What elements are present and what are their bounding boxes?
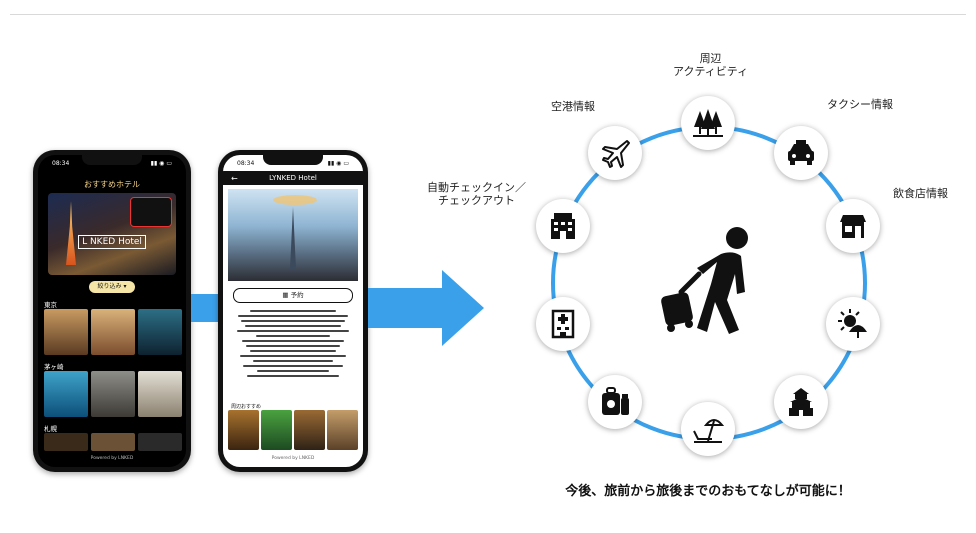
airplane-icon	[588, 126, 642, 180]
hotel-icon	[536, 199, 590, 253]
category-label: 東京	[44, 299, 57, 309]
nearby-thumbnail[interactable]	[261, 410, 292, 450]
weather-icon	[826, 297, 880, 351]
hotel-thumbnail[interactable]	[44, 309, 88, 355]
top-divider	[10, 14, 966, 15]
back-arrow-icon[interactable]: ←	[231, 174, 238, 183]
status-time: 08:34	[237, 160, 254, 167]
nearby-heading: 周辺おすすめ	[231, 403, 261, 410]
nearby-thumbnail[interactable]	[228, 410, 259, 450]
hotel-thumb-row	[44, 309, 186, 355]
hotel-thumbnail[interactable]	[91, 309, 135, 355]
page-title: おすすめホテル	[38, 179, 186, 190]
reserve-button[interactable]: ▦ 予約	[233, 288, 353, 303]
status-time: 08:34	[52, 160, 69, 167]
powered-by: Powered by LNKED	[223, 456, 363, 461]
arrow-icon	[368, 270, 486, 346]
hotel-thumb-row	[44, 433, 186, 451]
trees-icon	[681, 96, 735, 150]
nearby-thumb-row	[228, 410, 358, 450]
tokyo-tower-image	[66, 201, 76, 265]
restaurant-icon	[826, 199, 880, 253]
hotel-description	[231, 307, 355, 395]
phone-hotel-list: 08:34 ▮▮ ◉ ▭ おすすめホテル L NKED Hotel 絞り込み ▾…	[33, 150, 191, 472]
label-airport: 空港情報	[551, 100, 595, 113]
taxi-icon	[774, 126, 828, 180]
label-checkin: 自動チェックイン／ チェックアウト	[427, 181, 526, 207]
hotel-room-image[interactable]	[228, 189, 358, 281]
castle-icon	[774, 375, 828, 429]
phone-notch	[82, 155, 142, 165]
label-taxi: タクシー情報	[827, 98, 893, 111]
calendar-icon: ▦	[282, 291, 290, 299]
hotel-thumbnail[interactable]	[91, 433, 135, 451]
page-header: LYNKED Hotel	[223, 171, 363, 185]
powered-by: Powered by LNKED	[38, 456, 186, 461]
chandelier-image	[273, 195, 317, 205]
phone-screen: 08:34 ▮▮ ◉ ▭ LYNKED Hotel ← ▦ 予約 周辺おすすめ …	[223, 155, 363, 467]
traveler-icon	[659, 222, 759, 342]
nearby-thumbnail[interactable]	[327, 410, 358, 450]
hotel-thumbnail[interactable]	[44, 433, 88, 451]
hotel-name-label: L NKED Hotel	[78, 235, 146, 249]
hotel-hero-image[interactable]: L NKED Hotel	[48, 193, 176, 275]
reserve-label: 予約	[291, 291, 304, 299]
nearby-thumbnail[interactable]	[294, 410, 325, 450]
hotel-thumbnail[interactable]	[138, 433, 182, 451]
category-label: 茅ヶ崎	[44, 361, 64, 371]
phone-hotel-detail: 08:34 ▮▮ ◉ ▭ LYNKED Hotel ← ▦ 予約 周辺おすすめ …	[218, 150, 368, 472]
caption: 今後、旅前から旅後までのおもてなしが可能に！	[538, 480, 878, 499]
luggage-icon	[588, 375, 642, 429]
hospital-icon	[536, 297, 590, 351]
beach-icon	[681, 402, 735, 456]
sky-tree-image	[290, 207, 296, 269]
filter-button[interactable]: 絞り込み ▾	[89, 281, 135, 293]
hotel-thumbnail[interactable]	[91, 371, 135, 417]
phone-screen: 08:34 ▮▮ ◉ ▭ おすすめホテル L NKED Hotel 絞り込み ▾…	[38, 155, 186, 467]
hotel-thumbnail[interactable]	[44, 371, 88, 417]
hotel-thumbnail[interactable]	[138, 309, 182, 355]
label-activities: 周辺 アクティビティ	[673, 52, 748, 78]
category-label: 札幌	[44, 423, 57, 433]
promo-badge	[130, 197, 172, 227]
hotel-thumb-row	[44, 371, 186, 417]
hotel-thumbnail[interactable]	[138, 371, 182, 417]
label-restaurant: 飲食店情報	[893, 187, 948, 200]
signal-icon: ▮▮ ◉ ▭	[151, 160, 172, 167]
arrow-icon	[191, 290, 221, 326]
phone-notch	[263, 155, 323, 165]
signal-icon: ▮▮ ◉ ▭	[328, 160, 349, 167]
